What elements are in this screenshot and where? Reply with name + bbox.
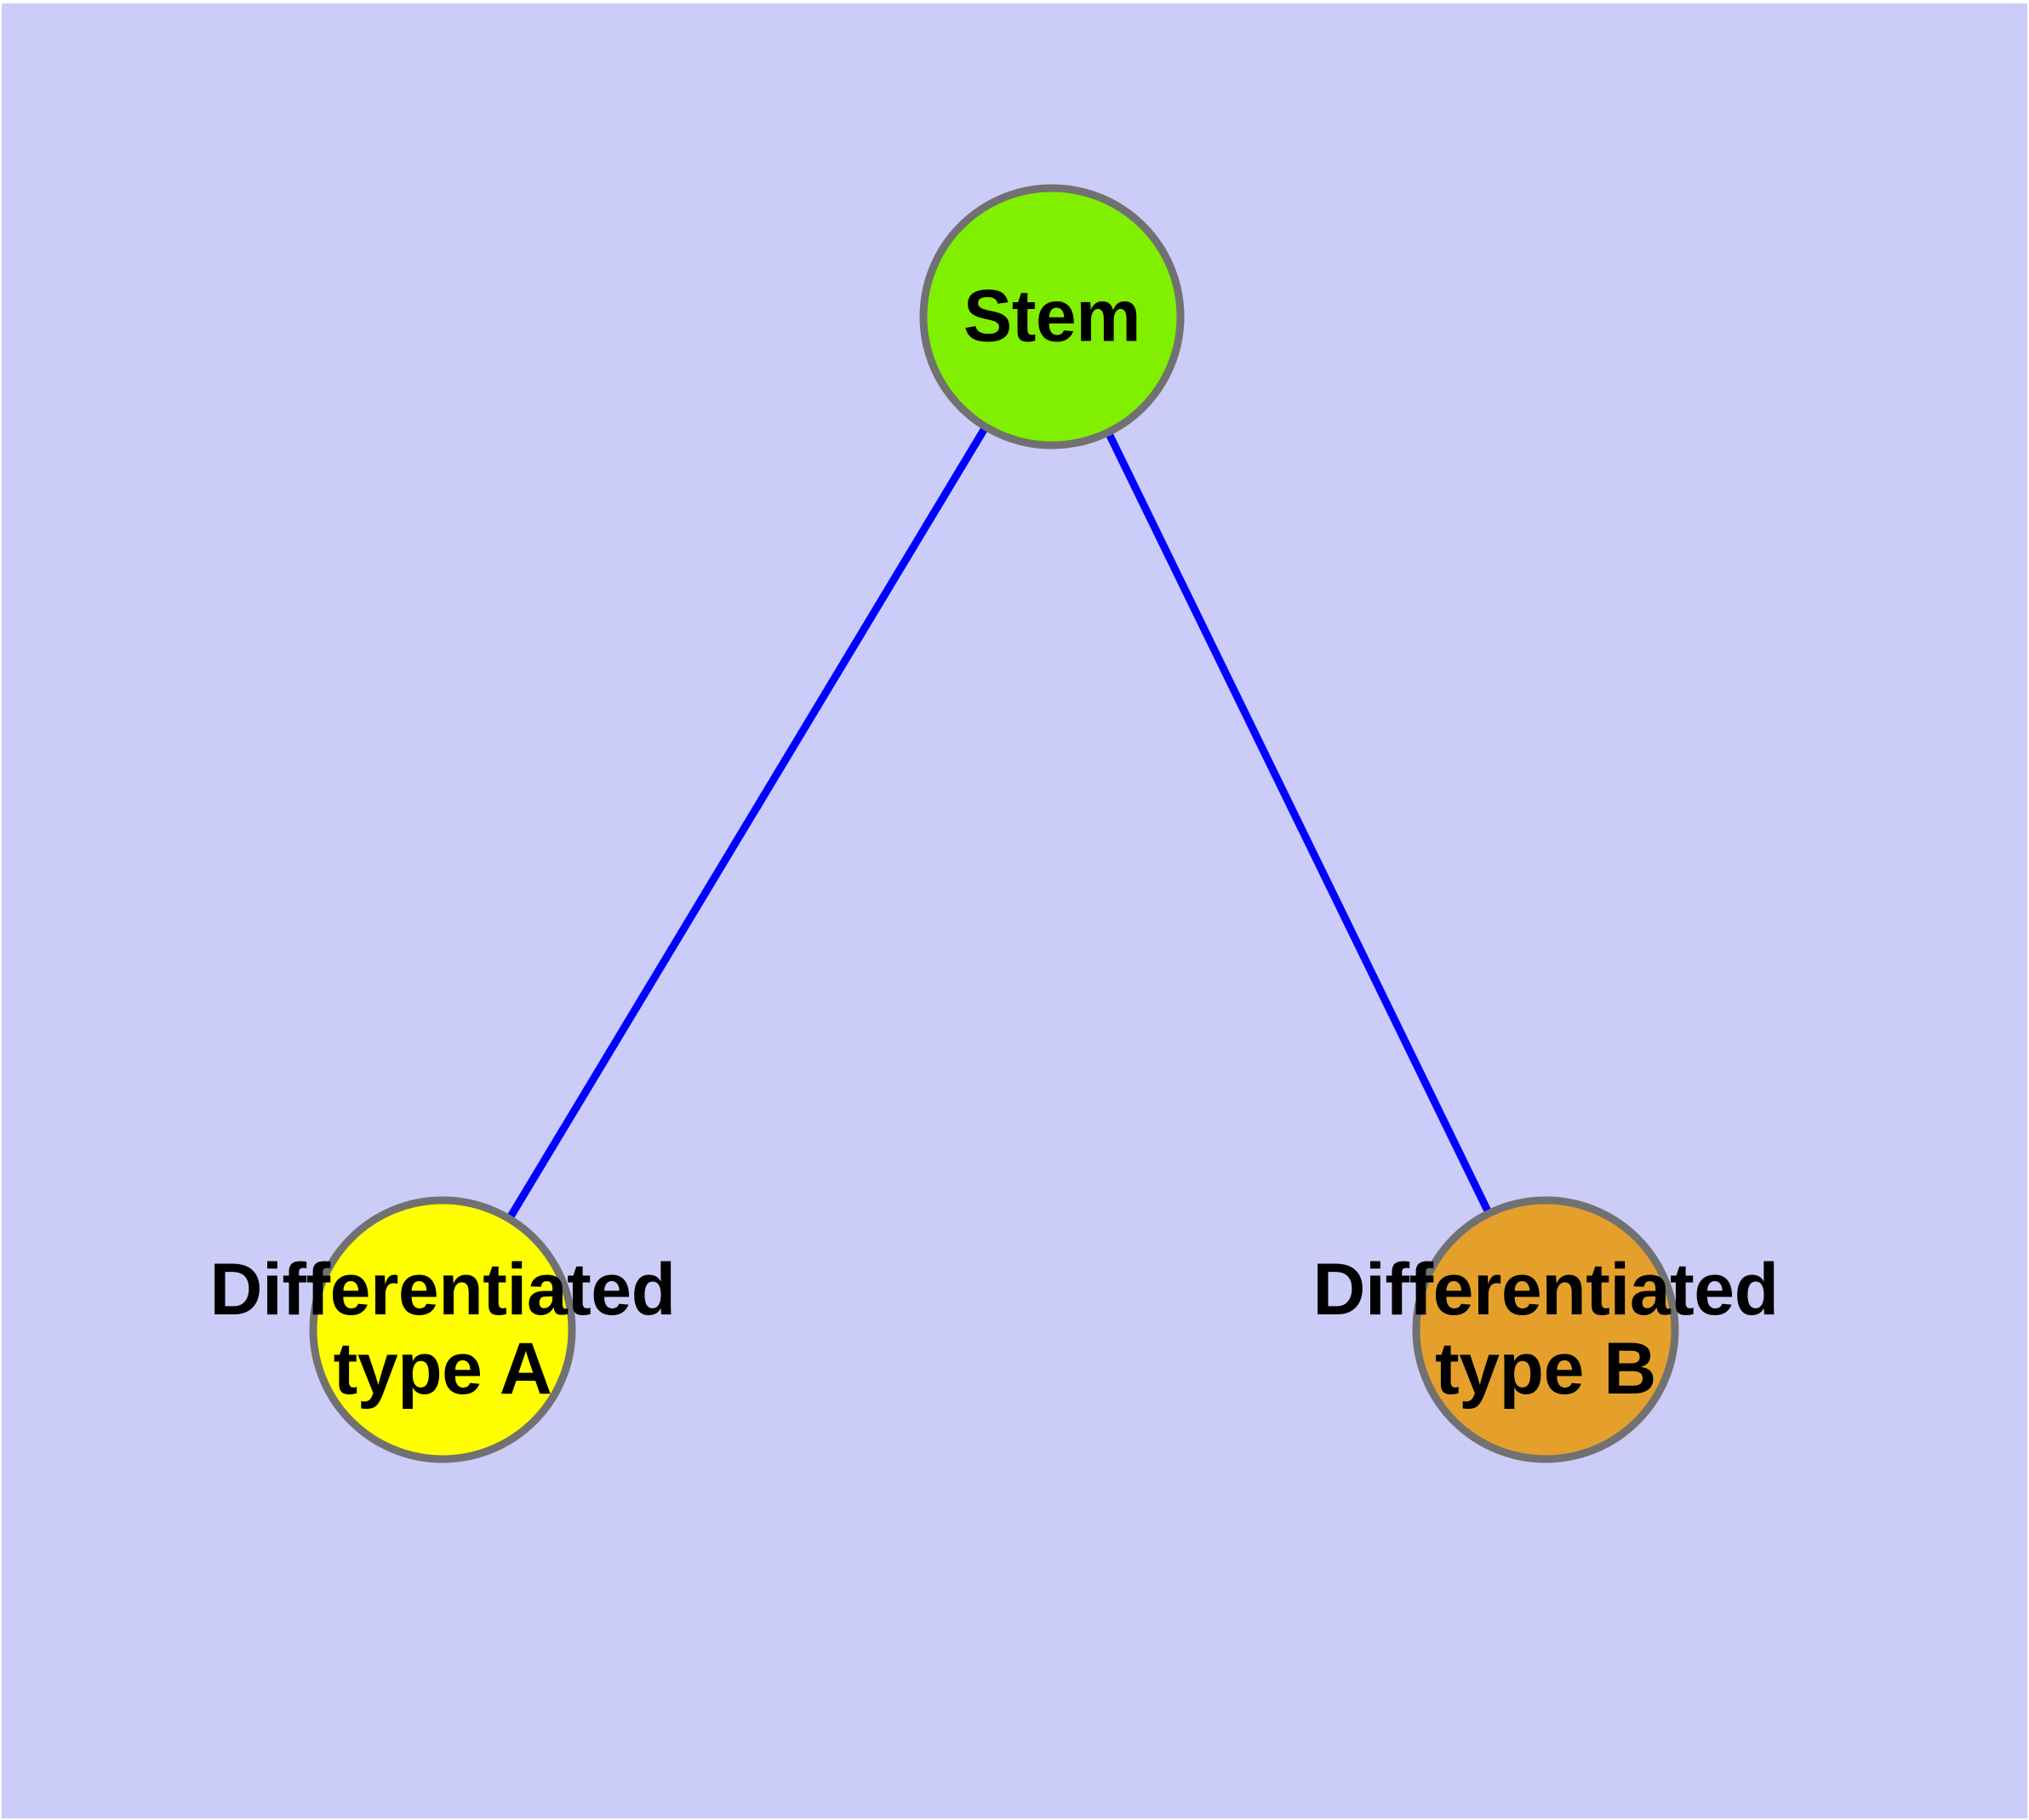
node-diff-b[interactable]: [1412, 1196, 1679, 1463]
edge-stem-to-diff-b: [1105, 432, 1492, 1214]
edges-group: [506, 426, 1492, 1220]
node-diff-a[interactable]: [309, 1196, 576, 1463]
node-stem[interactable]: [919, 184, 1185, 449]
edge-stem-to-diff-a: [506, 426, 988, 1220]
nodes-group: [309, 184, 1679, 1463]
